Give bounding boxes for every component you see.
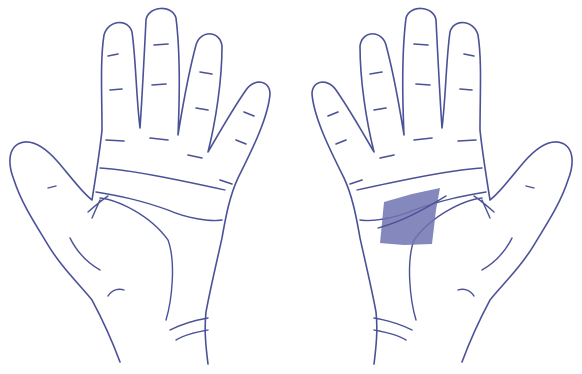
right-hand-outline	[312, 8, 572, 364]
right-hand	[312, 8, 572, 364]
left-hand-outline	[10, 8, 270, 364]
left-palm-lines	[48, 168, 225, 340]
left-finger-creases	[106, 44, 254, 184]
right-palm-lines	[357, 168, 534, 340]
left-hand	[10, 8, 270, 364]
right-finger-creases	[328, 44, 476, 184]
